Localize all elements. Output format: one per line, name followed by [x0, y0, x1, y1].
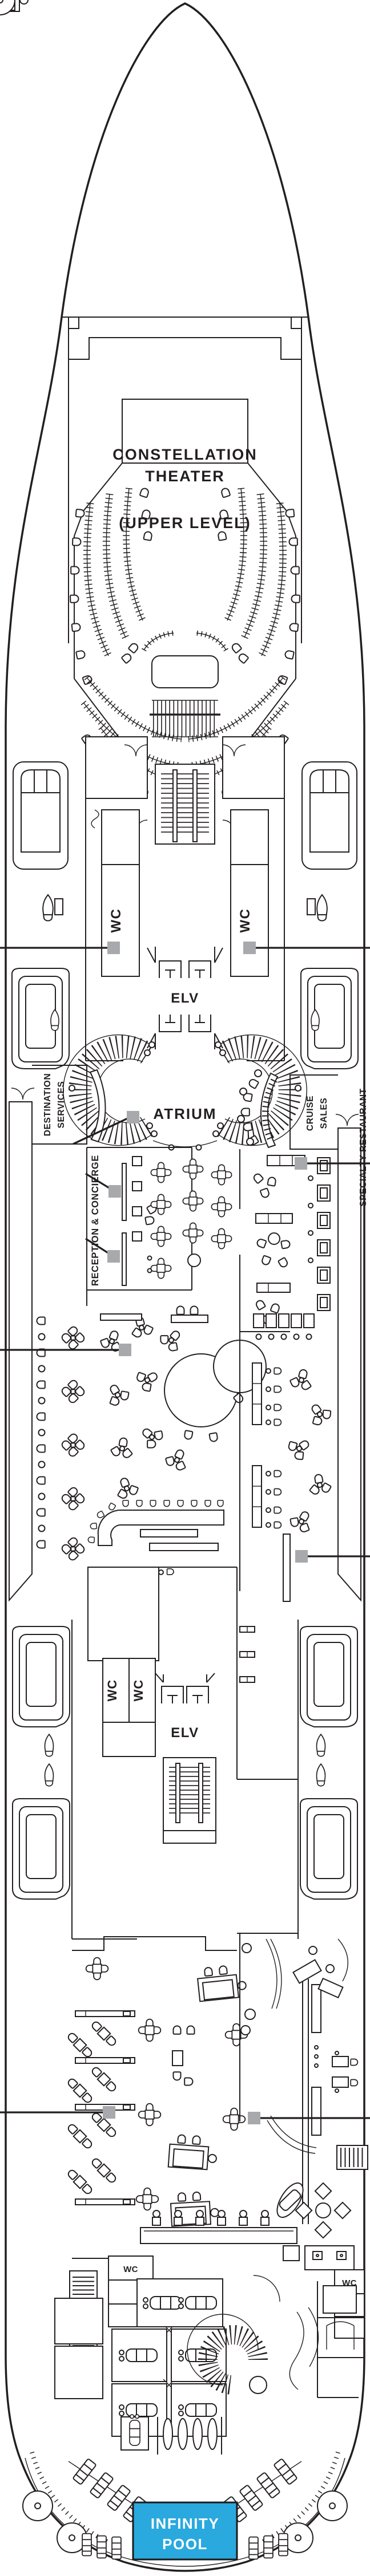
cafe-tables — [151, 1159, 231, 1323]
promenade-deck-strips — [9, 1088, 361, 1602]
constellation-theater: CONSTELLATION THEATER (UPPER LEVEL) — [69, 399, 300, 797]
marker-starboard-spa[interactable] — [248, 2112, 260, 2124]
cruise-sales: CRUISE SALES — [237, 1069, 338, 1150]
wc-aft-port-label-1: WC — [105, 1680, 119, 1702]
theater-label-line3: (UPPER LEVEL) — [119, 514, 251, 532]
marker-reception-a[interactable] — [108, 1185, 121, 1198]
foredeck-structure — [62, 317, 308, 643]
marker-reception-b[interactable] — [107, 1250, 120, 1263]
forward-lifeboats — [11, 761, 358, 1069]
photo-markers — [0, 942, 370, 2124]
marker-port-forward[interactable] — [107, 942, 120, 954]
marker-specialty-restaurant[interactable] — [295, 1157, 307, 1170]
theater-stairs — [150, 700, 220, 737]
marker-starboard-bar[interactable] — [295, 1550, 308, 1563]
cruise-sales-label-line1: CRUISE — [305, 1096, 315, 1131]
wc-forward-port-label: WC — [108, 908, 124, 933]
infinity-pool-label-line1: INFINITY — [151, 2515, 219, 2532]
wc-restaurant-label: WC — [123, 2265, 138, 2274]
marker-leader-line — [73, 1115, 132, 1145]
infinity-pool-label-line2: POOL — [162, 2536, 208, 2553]
spiral-staircase — [187, 2314, 268, 2395]
reception-concierge-label: RECEPTION & CONCIERGE — [90, 1155, 100, 1286]
destination-services-label-line2: SERVICES — [57, 1081, 66, 1129]
destination-services: DESTINATION SERVICES — [32, 1065, 106, 1145]
elevator-aft-label: ELV — [171, 1725, 199, 1741]
marker-leader-line — [85, 1238, 111, 1256]
elevator-forward-label: ELV — [171, 991, 199, 1006]
hull-outline — [5, 2, 365, 2572]
marker-port-restaurant[interactable] — [103, 2106, 115, 2119]
wc-forward-starboard-label: WC — [238, 908, 253, 933]
reception-concierge: RECEPTION & CONCIERGE — [86, 1147, 192, 1291]
specialty-restaurant-label: SPECIALTY RESTAURANT — [359, 1088, 368, 1206]
midship-rooms: WC WC ELV — [71, 1534, 299, 1940]
forward-stair-elevator-block: ELV WC WC — [85, 736, 285, 1061]
marker-starboard-forward[interactable] — [243, 942, 256, 954]
marker-destination-services[interactable] — [127, 1111, 139, 1123]
destination-services-label-line1: DESTINATION — [43, 1073, 53, 1137]
wc-aft-port-label-2: WC — [131, 1680, 146, 1702]
treatment-rooms — [54, 2278, 227, 2451]
cruise-sales-label-line2: SALES — [319, 1098, 329, 1129]
marker-port-lounge[interactable] — [119, 1344, 131, 1356]
stern-deck: INFINITY POOL — [0, 0, 364, 2561]
starboard-lounge — [239, 1306, 335, 1591]
theater-label-line1: CONSTELLATION — [112, 446, 257, 463]
infinity-pool: INFINITY POOL — [132, 2501, 238, 2561]
atrium-label: ATRIUM — [153, 1105, 216, 1122]
marker-leader-line — [85, 1173, 112, 1191]
theater-label-line2: THEATER — [145, 468, 225, 485]
